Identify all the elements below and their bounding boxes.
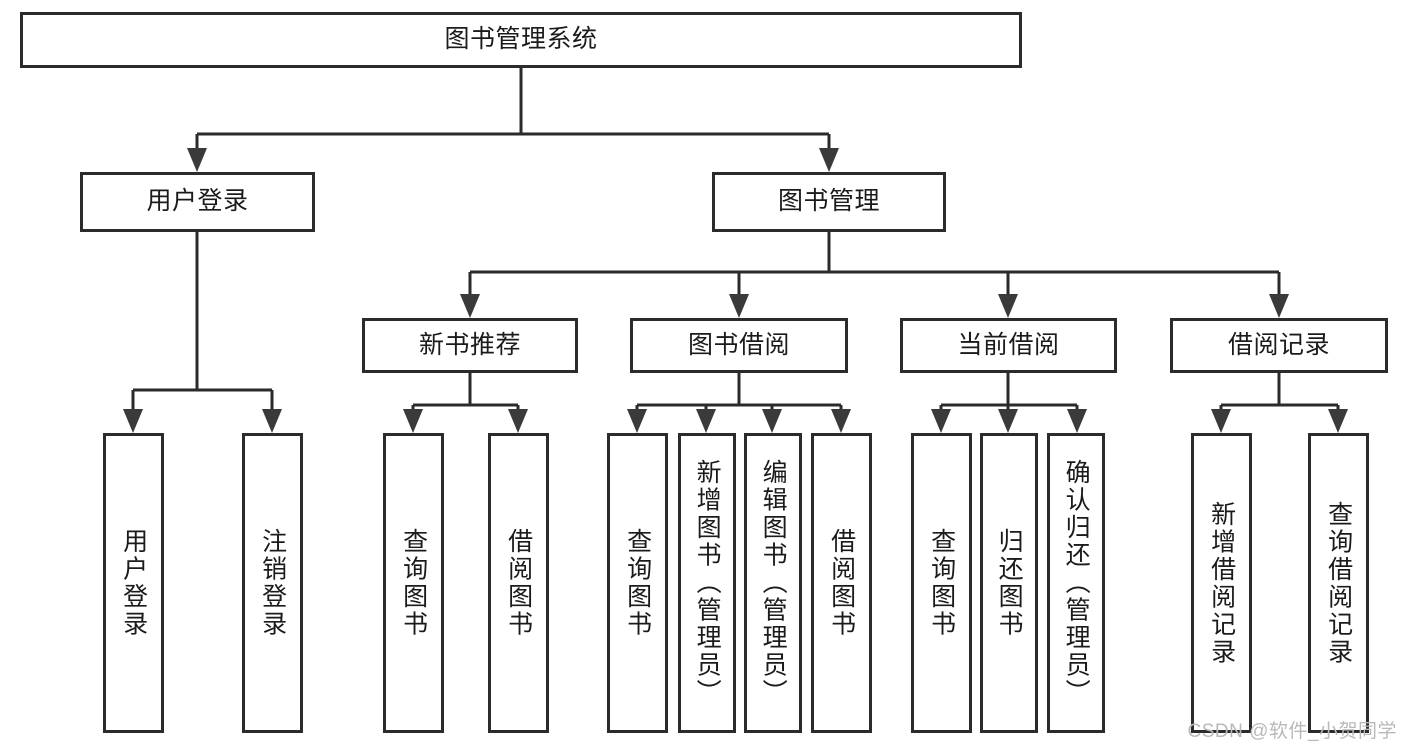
leaf-new-book-query[interactable]: 查询图书 <box>383 433 444 733</box>
connector-book-manage-to-level3 <box>460 232 1289 318</box>
node-label: 确认归还（管理员） <box>1062 459 1091 707</box>
node-label: 新增借阅记录 <box>1207 500 1236 666</box>
leaf-current-borrow-confirm[interactable]: 确认归还（管理员） <box>1047 433 1105 733</box>
leaf-new-book-borrow[interactable]: 借阅图书 <box>488 433 549 733</box>
connector-current-borrow-to-leaves <box>931 373 1087 433</box>
node-label: 借阅图书 <box>504 528 533 638</box>
leaf-borrow-record-add[interactable]: 新增借阅记录 <box>1191 433 1252 733</box>
node-label: 查询借阅记录 <box>1324 500 1353 666</box>
node-borrow-record[interactable]: 借阅记录 <box>1170 318 1388 373</box>
node-label: 查询图书 <box>399 528 428 638</box>
node-new-book-recommend[interactable]: 新书推荐 <box>362 318 578 373</box>
connector-user-login-to-leaves <box>123 232 282 433</box>
node-label: 新书推荐 <box>418 330 521 359</box>
node-label: 查询图书 <box>623 528 652 638</box>
leaf-book-borrow-edit[interactable]: 编辑图书（管理员） <box>744 433 802 733</box>
leaf-book-borrow-add[interactable]: 新增图书（管理员） <box>678 433 736 733</box>
node-label: 用户登录 <box>119 528 148 638</box>
node-book-borrow[interactable]: 图书借阅 <box>630 318 848 373</box>
leaf-book-borrow-borrow[interactable]: 借阅图书 <box>811 433 872 733</box>
leaf-book-borrow-query[interactable]: 查询图书 <box>607 433 668 733</box>
node-label: 当前借阅 <box>957 330 1060 359</box>
node-label: 图书借阅 <box>687 330 790 359</box>
node-label: 借阅图书 <box>827 528 856 638</box>
leaf-user-login-logout[interactable]: 注销登录 <box>242 433 303 733</box>
connector-book-borrow-to-leaves <box>627 373 851 433</box>
node-label: 用户登录 <box>146 187 249 216</box>
node-label: 图书管理系统 <box>444 25 598 54</box>
leaf-current-borrow-query[interactable]: 查询图书 <box>911 433 972 733</box>
node-label: 新增图书（管理员） <box>693 459 722 707</box>
connector-borrow-record-to-leaves <box>1211 373 1348 433</box>
node-label: 注销登录 <box>258 528 287 638</box>
node-user-login[interactable]: 用户登录 <box>80 172 315 232</box>
node-label: 查询图书 <box>927 528 956 638</box>
node-label: 图书管理 <box>777 187 880 216</box>
connector-new-book-to-leaves <box>403 373 528 433</box>
leaf-user-login-login[interactable]: 用户登录 <box>103 433 164 733</box>
leaf-current-borrow-return[interactable]: 归还图书 <box>980 433 1038 733</box>
node-label: 归还图书 <box>995 528 1024 638</box>
node-root-system[interactable]: 图书管理系统 <box>20 12 1022 68</box>
node-book-manage[interactable]: 图书管理 <box>712 172 946 232</box>
node-current-borrow[interactable]: 当前借阅 <box>900 318 1117 373</box>
node-label: 编辑图书（管理员） <box>759 459 788 707</box>
connector-root-to-level2 <box>187 68 839 172</box>
leaf-borrow-record-query[interactable]: 查询借阅记录 <box>1308 433 1369 733</box>
node-label: 借阅记录 <box>1227 330 1330 359</box>
